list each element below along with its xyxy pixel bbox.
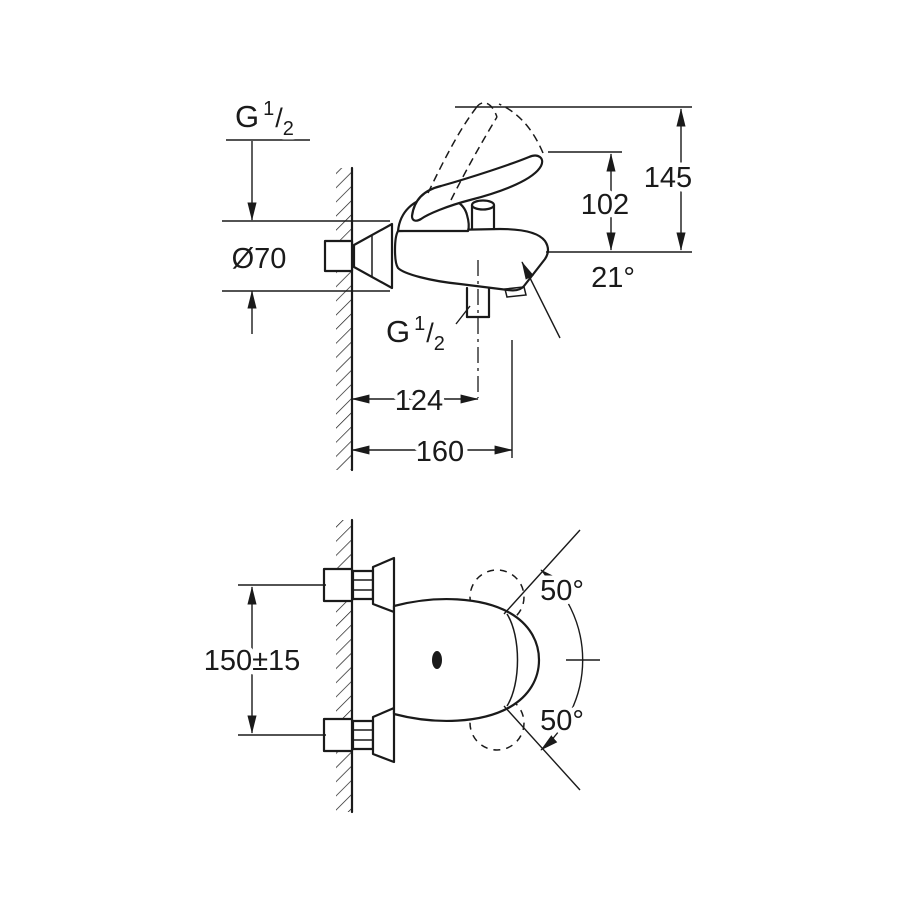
wall-section-side-view <box>336 166 354 472</box>
dim-label-124: 124 <box>395 385 443 417</box>
dim-label-diameter: Ø70 <box>232 243 287 275</box>
s-union-cone <box>352 222 394 290</box>
lever-position-down-dashed <box>469 695 525 751</box>
angle-line-21 <box>521 261 561 339</box>
shower-outlet-nipple <box>465 286 491 319</box>
faucet-body-spout <box>393 227 550 292</box>
inlet-union-square-bottom <box>322 717 354 753</box>
lever-handle <box>410 154 544 222</box>
escutcheon-bottom <box>371 706 396 764</box>
leader-thread-bottom <box>455 305 471 325</box>
front-view-labels: 150±15 50° 50° <box>199 571 588 742</box>
wall-hatching <box>336 520 352 812</box>
inlet-union-square <box>323 239 354 273</box>
union-nut-bottom <box>351 719 375 751</box>
faucet-front-view <box>322 556 541 764</box>
diverter-knob <box>470 199 496 231</box>
faucet-body-front <box>392 597 541 723</box>
faucet-side-view <box>323 102 550 319</box>
dim-label-102: 102 <box>581 189 629 221</box>
dim-label-145: 145 <box>644 162 692 194</box>
wall-hatching <box>336 168 352 470</box>
dim-label-150: 150±15 <box>204 645 301 677</box>
dim-label-160: 160 <box>416 436 464 468</box>
front-view-dimension-lines <box>238 529 600 791</box>
lever-motion-arc <box>498 103 544 154</box>
angle-label-21: 21° <box>591 262 635 294</box>
lever-handle-raised-dashed <box>427 102 544 201</box>
spout-seam <box>506 613 519 707</box>
angle-label-50-up: 50° <box>540 575 584 607</box>
angle-label-50-down: 50° <box>540 705 584 737</box>
escutcheon-top <box>371 556 396 614</box>
lever-end-mark <box>432 651 442 669</box>
union-nut-top <box>351 569 375 601</box>
wall-section-front-view <box>336 518 354 814</box>
side-view-dimension-lines <box>222 106 692 458</box>
aerator <box>504 286 527 298</box>
inlet-union-square-top <box>322 567 354 603</box>
